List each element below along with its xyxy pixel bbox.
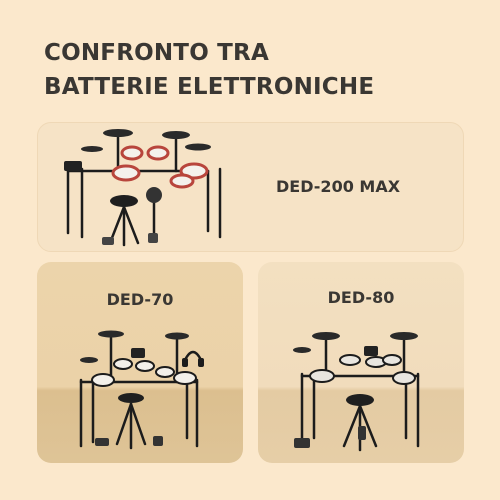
product-card-ded-200-max[interactable]: DED-200 MAX <box>37 122 464 252</box>
drum-kit-red-mesh-pads-icon <box>64 129 222 247</box>
product-card-ded-70[interactable]: DED-70 <box>37 262 243 463</box>
drum-kit-white-pads-headphones-icon <box>79 330 204 450</box>
title-line-2: BATTERIE ELETTRONICHE <box>44 74 375 100</box>
page-title: CONFRONTO TRA BATTERIE ELETTRONICHE <box>44 36 374 104</box>
drum-kit-white-mesh-pads-icon <box>293 332 420 452</box>
product-name-ded-80: DED-80 <box>327 288 395 307</box>
product-name-ded-200-max: DED-200 MAX <box>276 177 401 196</box>
title-line-1: CONFRONTO TRA <box>44 40 269 66</box>
product-card-ded-80[interactable]: DED-80 <box>258 262 464 463</box>
product-name-ded-70: DED-70 <box>106 290 174 309</box>
